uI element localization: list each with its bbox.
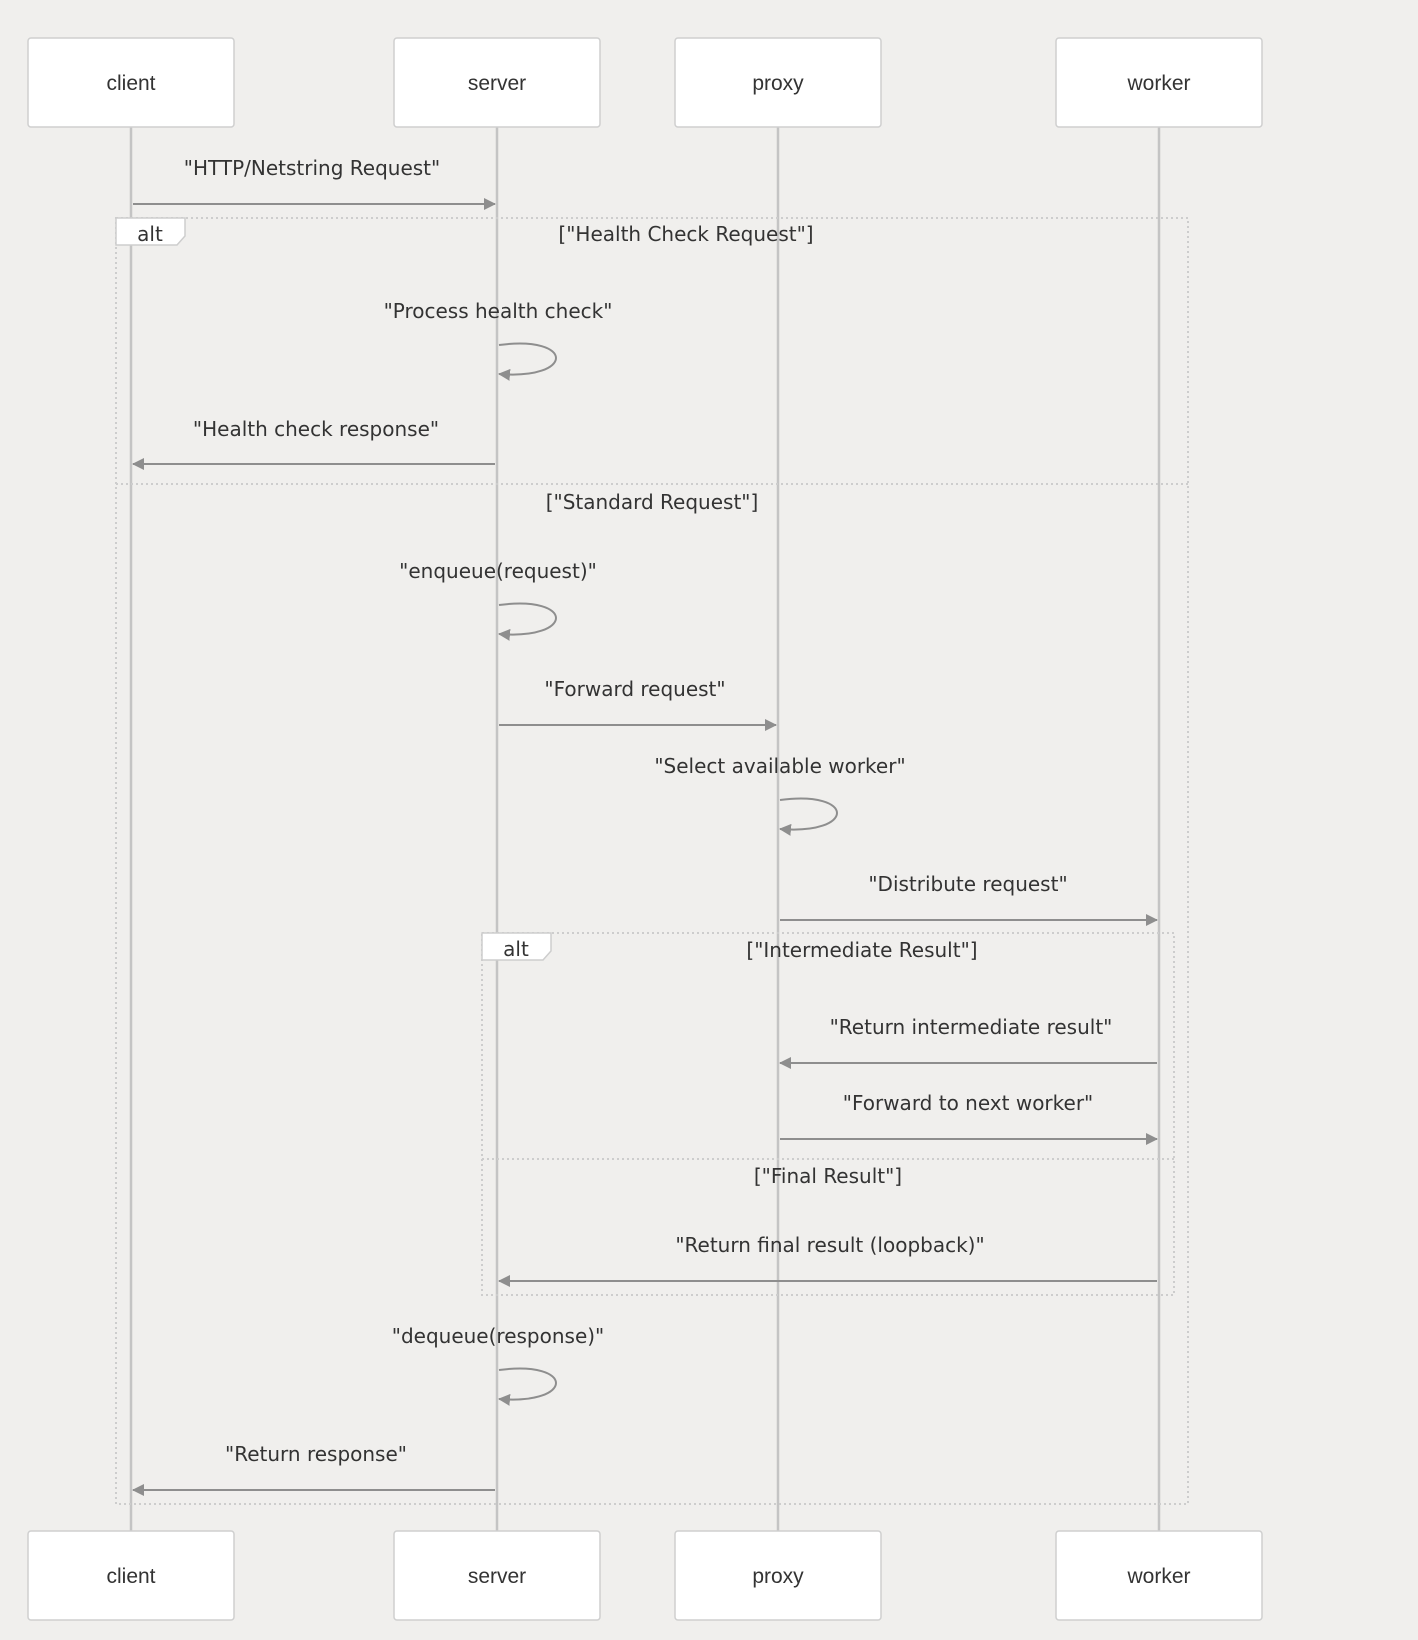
actor-box-worker-top xyxy=(1055,37,1263,128)
actor-box-worker-bottom xyxy=(1055,1530,1263,1621)
actor-box-proxy-bottom xyxy=(674,1530,882,1621)
alt-frame-inner-keyword: alt xyxy=(503,937,529,961)
actor-box-server-bottom xyxy=(393,1530,601,1621)
actor-label-server-bottom: server xyxy=(468,1565,526,1588)
self-message-arrow xyxy=(498,602,557,641)
message-label: "Forward request" xyxy=(544,677,725,701)
alt-frame-outer-tab xyxy=(115,217,186,246)
actor-label-server-top: server xyxy=(468,72,526,95)
actor-box-client-top xyxy=(27,37,235,128)
message-label: "Return response" xyxy=(225,1442,407,1466)
alt-condition-intermediate-result: ["Intermediate Result"] xyxy=(746,938,977,962)
message-label: "Return final result (loopback)" xyxy=(675,1233,984,1257)
actor-label-worker-bottom: worker xyxy=(1126,1565,1190,1588)
actor-label-client-bottom: client xyxy=(106,1565,155,1588)
alt-frame-outer-keyword: alt xyxy=(137,222,163,246)
alt-condition-final-result: ["Final Result"] xyxy=(754,1164,902,1188)
message-label: "Return intermediate result" xyxy=(830,1015,1113,1039)
actor-box-client-bottom xyxy=(27,1530,235,1621)
actor-label-worker-top: worker xyxy=(1126,72,1190,95)
message-label: "Select available worker" xyxy=(654,754,905,778)
actor-label-proxy-top: proxy xyxy=(752,72,804,95)
actor-box-server-top xyxy=(393,37,601,128)
message-label: "Distribute request" xyxy=(868,872,1067,896)
message-label: "Health check response" xyxy=(193,417,439,441)
actor-label-client-top: client xyxy=(106,72,155,95)
message-label: "Forward to next worker" xyxy=(843,1091,1094,1115)
actor-label-proxy-bottom: proxy xyxy=(752,1565,804,1588)
alt-condition-health-check: ["Health Check Request"] xyxy=(558,222,813,246)
alt-frame-inner xyxy=(481,932,1175,1296)
actor-box-proxy-top xyxy=(674,37,882,128)
self-message-arrow xyxy=(779,797,838,836)
message-label: "Process health check" xyxy=(384,299,613,323)
self-message-arrow xyxy=(498,1367,557,1406)
alt-frame-outer xyxy=(115,217,1189,1505)
message-label: "HTTP/Netstring Request" xyxy=(184,156,440,180)
self-message-arrow xyxy=(498,342,557,381)
message-label: "enqueue(request)" xyxy=(399,559,597,583)
alt-condition-standard-request: ["Standard Request"] xyxy=(546,490,759,514)
message-label: "dequeue(response)" xyxy=(392,1324,605,1348)
alt-frame-inner-tab xyxy=(481,932,552,961)
